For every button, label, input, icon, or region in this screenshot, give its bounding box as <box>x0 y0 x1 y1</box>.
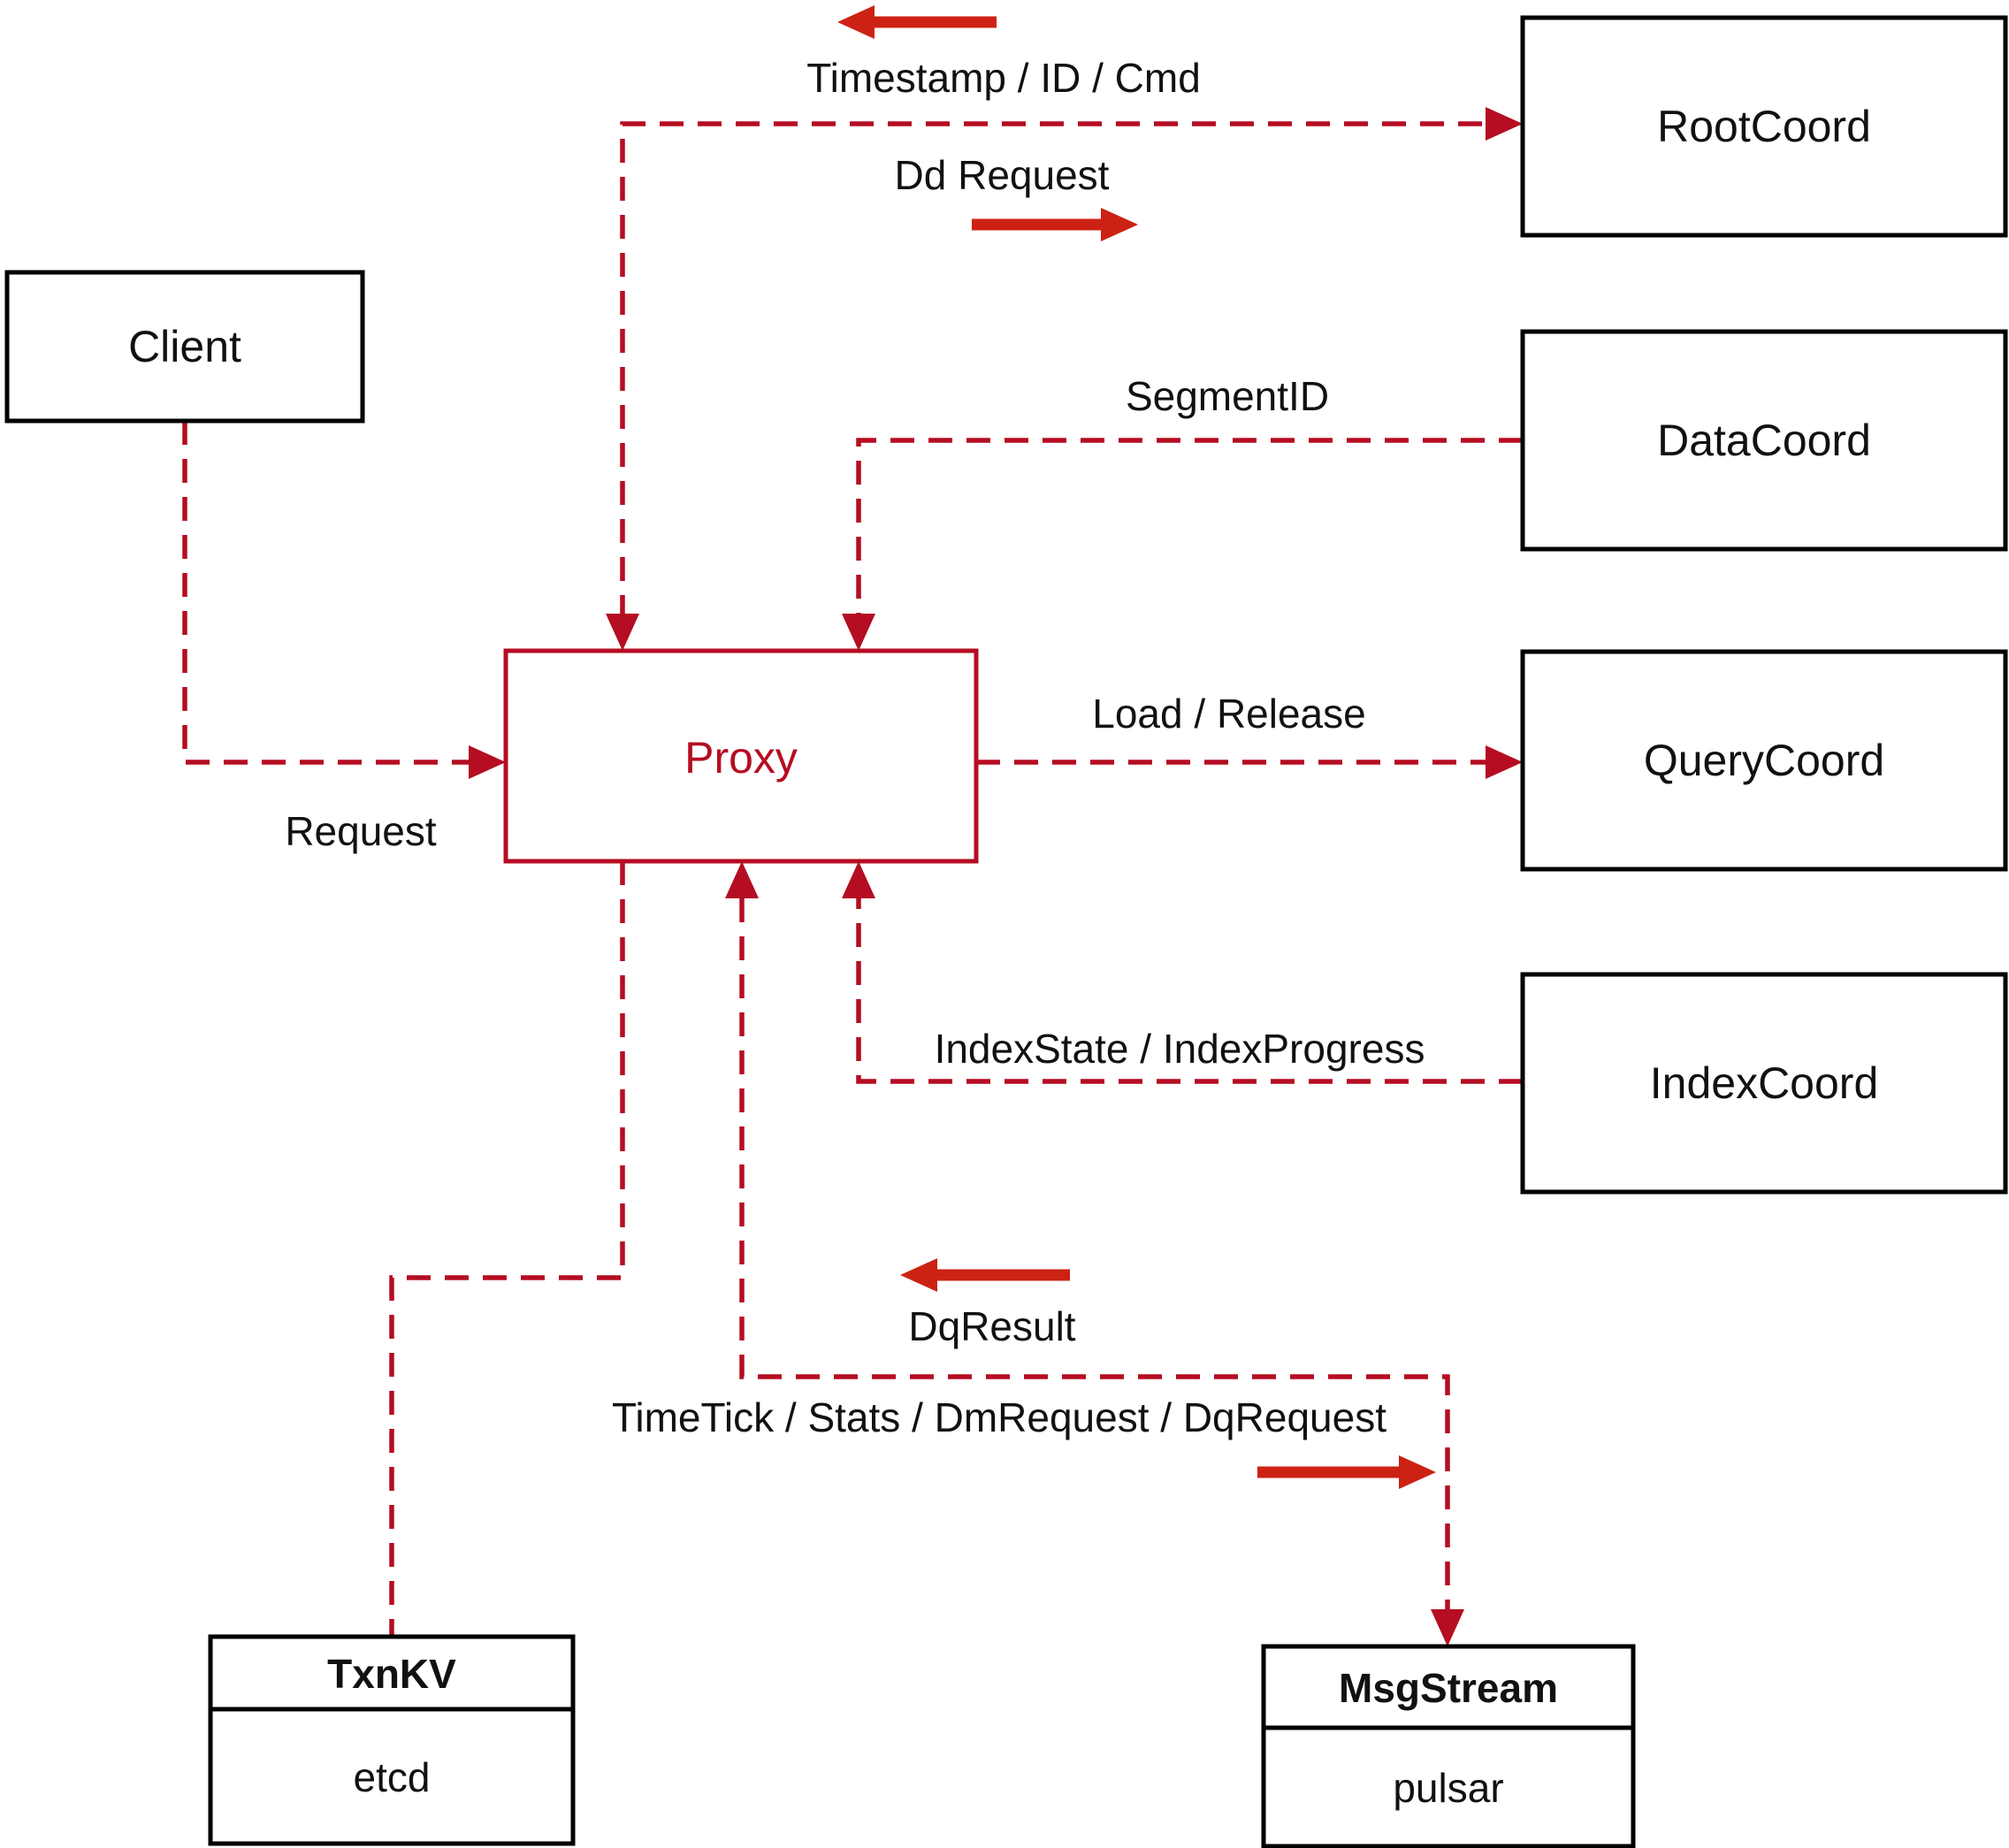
edge-client-proxy <box>182 421 506 779</box>
edge-indexcoord-proxy-line <box>856 898 1523 1084</box>
edge-label-segment-id: SegmentID <box>1126 373 1329 419</box>
edge-client-proxy-line <box>182 421 469 765</box>
arrowhead-into-proxy-bottom-right <box>842 861 875 898</box>
arrowhead-into-rootcoord <box>1486 107 1523 141</box>
node-rootcoord: RootCoord <box>1520 15 2008 238</box>
arrowhead-into-proxy-top-left <box>606 614 639 651</box>
arrowhead-into-msgstream <box>1431 1609 1464 1646</box>
node-client: Client <box>4 270 365 424</box>
edge-proxy-msgstream-line <box>739 898 1450 1609</box>
edge-label-request: Request <box>285 808 437 854</box>
indexcoord-box <box>1520 972 2008 1195</box>
proxy-label: Proxy <box>684 733 798 783</box>
edge-proxy-txnkv <box>389 861 625 1637</box>
rootcoord-label: RootCoord <box>1657 102 1871 151</box>
edge-datacoord-proxy <box>842 438 1523 651</box>
node-msgstream: MsgStream pulsar <box>1261 1644 1636 1848</box>
edge-label-dd-request: Dd Request <box>895 152 1110 198</box>
edge-proxy-msgstream <box>725 861 1464 1646</box>
node-datacoord: DataCoord <box>1520 329 2008 552</box>
node-indexcoord: IndexCoord <box>1520 972 2008 1195</box>
querycoord-box <box>1520 649 2008 872</box>
edge-label-index-state-progress: IndexState / IndexProgress <box>935 1026 1425 1072</box>
edge-label-timestamp-id-cmd: Timestamp / ID / Cmd <box>806 55 1201 101</box>
node-proxy: Proxy <box>503 648 979 864</box>
edge-proxy-txnkv-line <box>389 861 625 1637</box>
arrowhead-into-proxy-left <box>469 745 506 779</box>
node-querycoord: QueryCoord <box>1520 649 2008 872</box>
edge-indexcoord-proxy <box>842 861 1523 1084</box>
arrowhead-into-proxy-bottom-left <box>725 861 759 898</box>
datacoord-box <box>1520 329 2008 552</box>
txnkv-impl: etcd <box>354 1754 431 1800</box>
msgstream-box <box>1261 1644 1636 1848</box>
direction-arrow-right-dd-request <box>972 208 1138 241</box>
client-box <box>4 270 365 424</box>
client-label: Client <box>128 322 241 371</box>
edge-proxy-rootcoord <box>606 107 1523 651</box>
proxy-box <box>503 648 979 864</box>
direction-arrow-right-timetick <box>1257 1455 1436 1489</box>
edge-label-dq-result: DqResult <box>908 1303 1075 1349</box>
edge-label-load-release: Load / Release <box>1092 691 1365 737</box>
node-txnkv: TxnKV etcd <box>208 1634 576 1846</box>
direction-arrow-left-timestamp <box>837 5 997 39</box>
msgstream-title: MsgStream <box>1339 1665 1558 1711</box>
edge-label-timetick-stats: TimeTick / Stats / DmRequest / DqRequest <box>612 1394 1386 1440</box>
arrowhead-into-proxy-top-right <box>842 614 875 651</box>
edge-datacoord-proxy-line <box>856 438 1523 614</box>
msgstream-impl: pulsar <box>1393 1765 1503 1811</box>
datacoord-label: DataCoord <box>1657 416 1871 465</box>
txnkv-box <box>208 1634 576 1846</box>
rootcoord-box <box>1520 15 2008 238</box>
arrowhead-into-querycoord <box>1486 745 1523 779</box>
txnkv-title: TxnKV <box>327 1651 456 1697</box>
direction-arrow-left-dqresult <box>900 1258 1070 1292</box>
edge-proxy-querycoord <box>976 745 1523 779</box>
indexcoord-label: IndexCoord <box>1650 1058 1879 1108</box>
edge-proxy-rootcoord-line <box>620 121 1486 619</box>
querycoord-label: QueryCoord <box>1644 736 1884 785</box>
